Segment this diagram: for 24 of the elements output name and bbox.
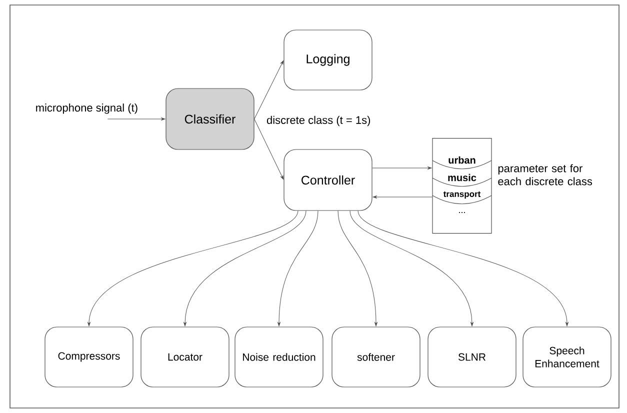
curved-arrow bbox=[184, 210, 306, 326]
process-box: softener bbox=[332, 326, 420, 388]
arrow bbox=[254, 60, 284, 120]
arrow bbox=[372, 196, 432, 198]
process-box: Locator bbox=[140, 326, 230, 388]
process-box: Controller bbox=[284, 149, 372, 211]
arrow bbox=[107, 118, 166, 120]
arrow bbox=[254, 118, 284, 180]
process-box: SLNR bbox=[428, 326, 516, 388]
curved-arrow bbox=[338, 210, 378, 326]
curved-arrow bbox=[278, 210, 318, 326]
edge-label: microphone signal (t) bbox=[36, 104, 138, 114]
cylinder-caption: parameter set for each discrete class bbox=[498, 164, 592, 186]
curved-arrow bbox=[88, 210, 298, 326]
process-box: Noise reduction bbox=[234, 326, 324, 388]
classifier-box: Classifier bbox=[166, 88, 254, 150]
process-box: Compressors bbox=[44, 326, 134, 388]
process-box: Speech Enhancement bbox=[522, 326, 612, 388]
curved-arrow bbox=[350, 210, 474, 326]
process-box: Logging bbox=[284, 30, 372, 90]
curved-arrow bbox=[358, 210, 568, 326]
arrow bbox=[372, 166, 432, 170]
database-cylinder: urban music transport ... bbox=[432, 138, 492, 234]
annotation: discrete class (t = 1s) bbox=[266, 116, 370, 126]
